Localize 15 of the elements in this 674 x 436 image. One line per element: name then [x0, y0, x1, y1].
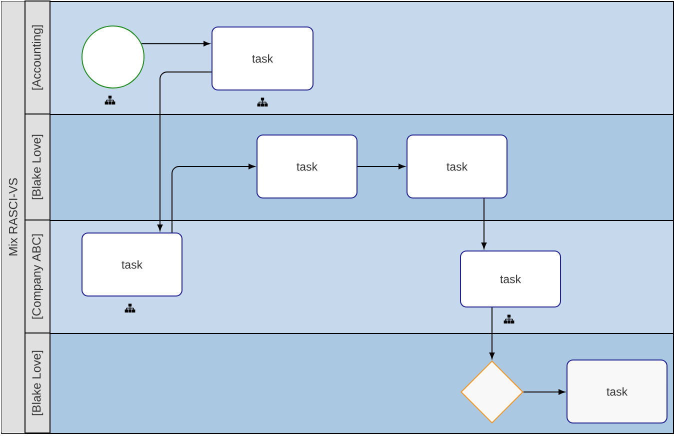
arrow [489, 307, 495, 359]
arrow [172, 164, 255, 233]
task-box: task [460, 250, 561, 308]
task-box: task [82, 232, 182, 296]
arrow [357, 164, 405, 170]
task-box: task [256, 134, 358, 198]
arrow [141, 41, 210, 46]
task-box: task [566, 360, 668, 424]
start-event-circle [82, 26, 144, 88]
task-box: task [406, 134, 508, 198]
task-box: task [212, 26, 314, 90]
arrow [481, 198, 487, 249]
arrow [523, 389, 565, 395]
arrow [157, 72, 212, 231]
gateway-diamond [460, 360, 524, 424]
